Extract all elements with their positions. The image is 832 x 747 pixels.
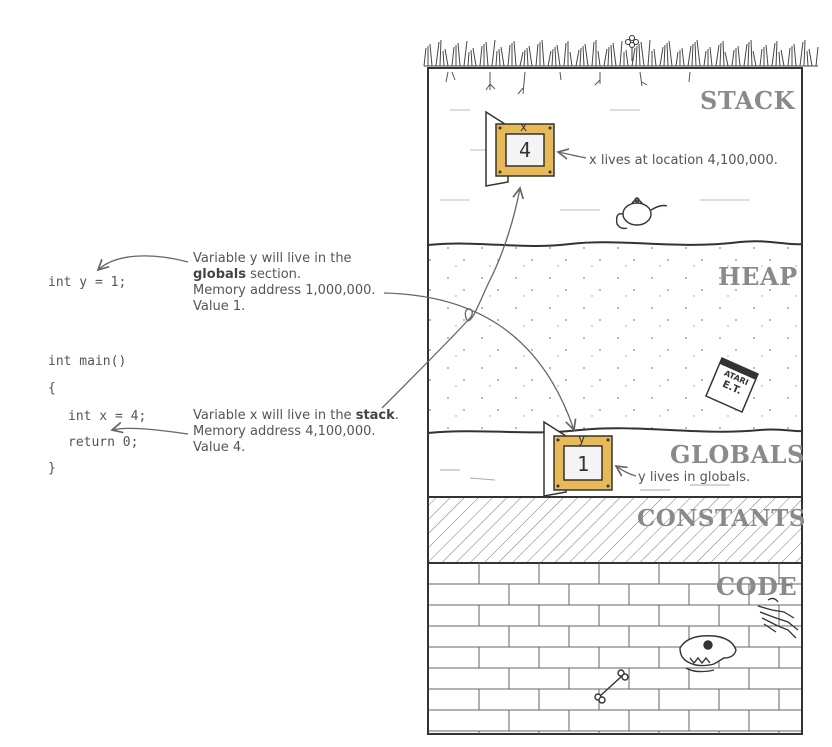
- y-variable-name: y: [578, 432, 585, 446]
- x-note-line-1: Variable x will live in the stack.: [193, 408, 399, 424]
- x-note-line-2: Memory address 4,100,000.: [193, 424, 399, 440]
- x-variable-note: Variable x will live in the stack. Memor…: [193, 408, 399, 456]
- x-note-stack-bold: stack: [356, 408, 395, 423]
- x-note-pre: Variable x will live in the: [193, 408, 356, 423]
- x-variable-name: x: [520, 120, 527, 134]
- y-note-line-3: Memory address 1,000,000.: [193, 283, 376, 299]
- roots: [446, 72, 690, 94]
- y-variable-note: Variable y will live in the globals sect…: [193, 251, 376, 315]
- x-location-note: x lives at location 4,100,000.: [589, 153, 778, 169]
- y-note-line-2: globals section.: [193, 267, 376, 283]
- grass: [424, 40, 818, 66]
- stack-heap-boundary: [428, 241, 802, 246]
- x-note-line-3: Value 4.: [193, 440, 399, 456]
- heap-label: HEAP: [718, 262, 798, 291]
- code-line-6: }: [48, 461, 56, 476]
- dinosaur-skull-icon: [680, 636, 736, 672]
- code-line-3: {: [48, 381, 56, 396]
- y-variable-value: 1: [564, 452, 602, 476]
- y-note-section-text: section.: [246, 267, 301, 282]
- x-note-post: .: [395, 408, 399, 423]
- constants-label: CONSTANTS: [637, 505, 806, 532]
- skeleton-hand-icon: [758, 598, 798, 638]
- code-label: CODE: [716, 572, 797, 601]
- teapot-icon: [617, 198, 667, 229]
- code-line-1: int y = 1;: [48, 275, 126, 290]
- stack-label: STACK: [700, 86, 795, 115]
- code-line-5: return 0;: [68, 435, 138, 450]
- bone-icon: [595, 670, 628, 703]
- y-note-line-4: Value 1.: [193, 299, 376, 315]
- globals-label: GLOBALS: [670, 440, 805, 469]
- y-note-globals-bold: globals: [193, 267, 246, 282]
- y-note-line-1: Variable y will live in the: [193, 251, 376, 267]
- y-location-note: y lives in globals.: [638, 470, 750, 486]
- code-line-4: int x = 4;: [68, 409, 146, 424]
- code-line-2: int main(): [48, 354, 126, 369]
- x-variable-value: 4: [506, 138, 544, 162]
